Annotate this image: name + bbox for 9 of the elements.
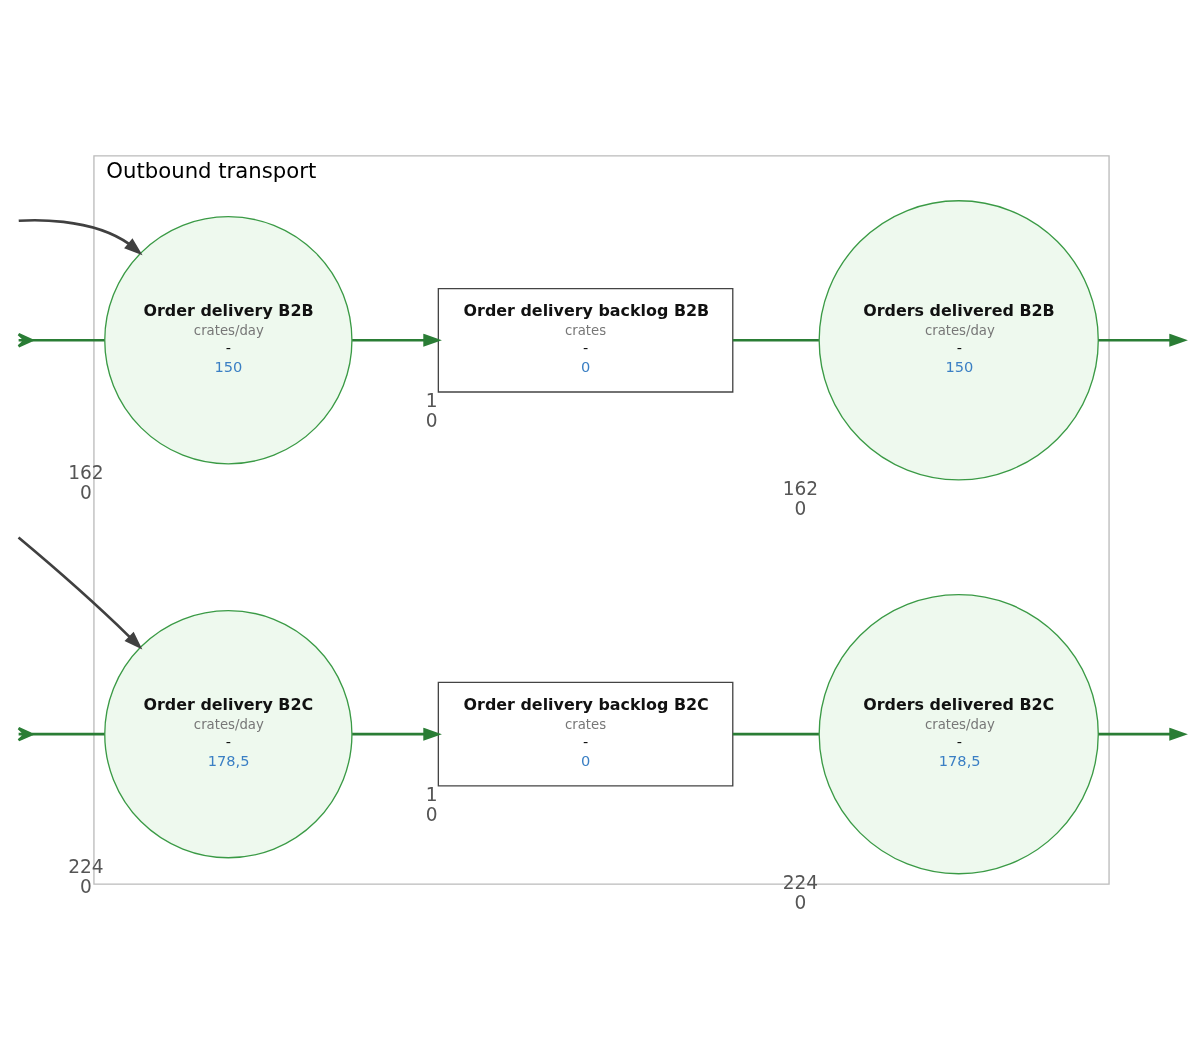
node-label: 162 bbox=[782, 477, 819, 499]
node-label: 0 bbox=[794, 891, 807, 913]
node-label: 0 bbox=[425, 409, 438, 431]
node-label: 0 bbox=[80, 875, 92, 897]
node-label: 0 bbox=[794, 497, 807, 519]
node-label: 0 bbox=[80, 481, 92, 503]
node-label: 0 bbox=[425, 803, 438, 825]
node-label: 1 bbox=[425, 783, 438, 805]
node-label: 1 bbox=[425, 389, 438, 411]
